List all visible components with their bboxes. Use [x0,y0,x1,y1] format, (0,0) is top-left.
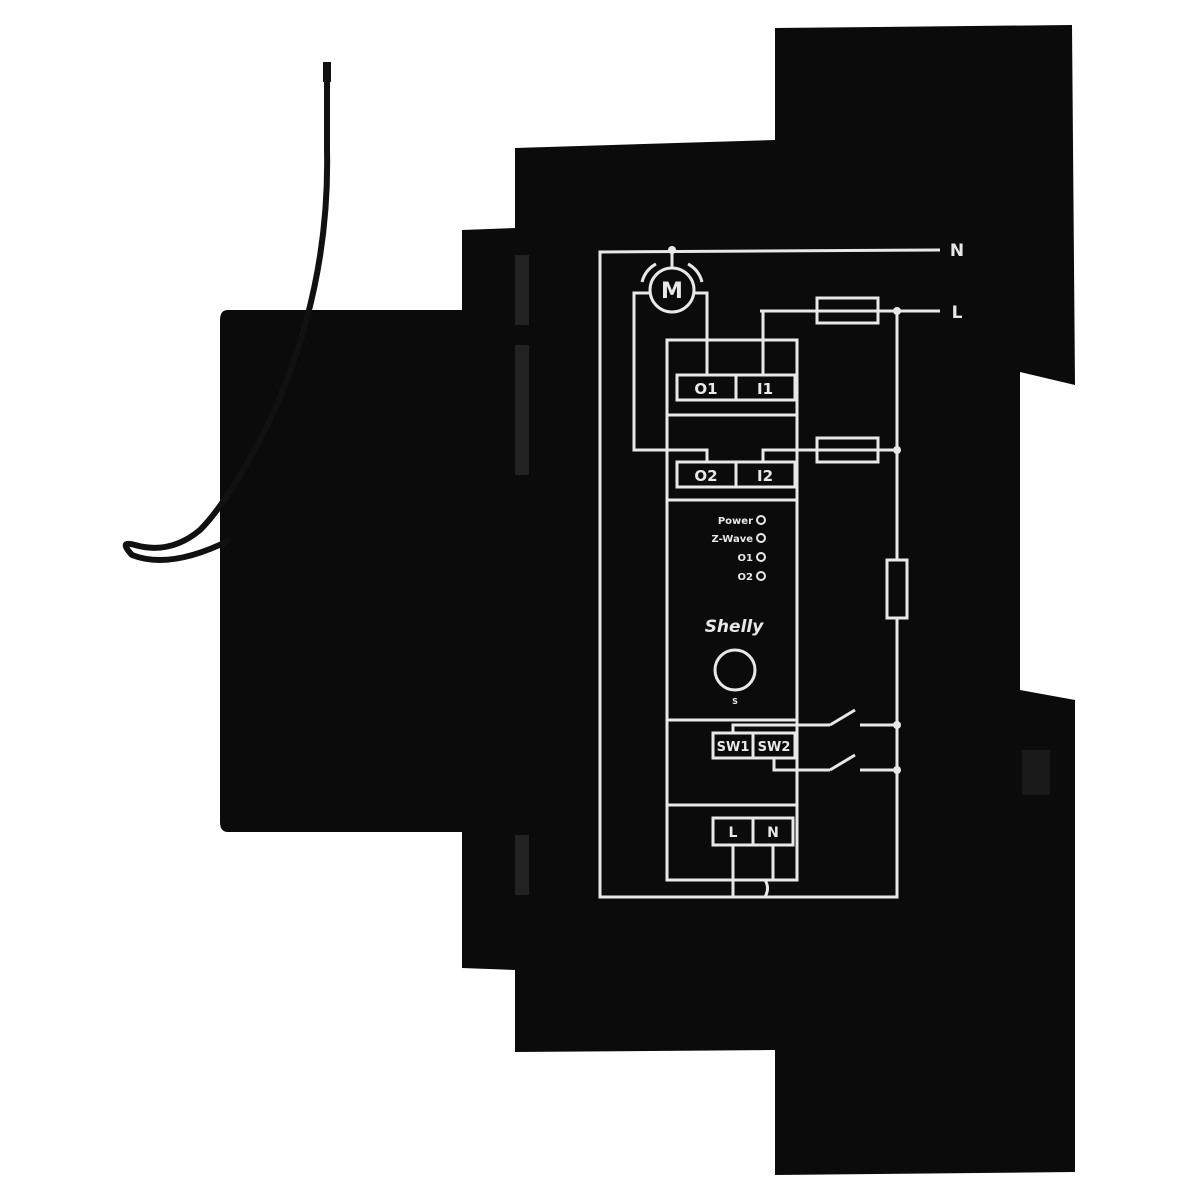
clip-tab [1022,750,1050,795]
shelly-logo: Shelly [705,617,765,637]
motor-symbol [648,266,696,314]
led-indicators [756,515,766,581]
fuse-2 [815,436,880,464]
s-button-label: S [732,697,738,706]
motor-label: M [661,279,683,304]
wiring-diagram: M O1 I1 O2 I2 Power Z-Wave O1 O2 Shelly … [598,241,964,899]
fuse-1 [815,296,880,325]
led-power-label: Power [718,516,753,527]
terminal-sw2: SW2 [758,740,791,755]
fuse-3 [885,558,909,620]
antenna-tip [323,62,331,82]
live-label: L [952,303,963,323]
terminal-o2: O2 [694,467,717,485]
terminal-l: L [729,825,738,841]
led-zwave-label: Z-Wave [712,534,754,545]
neutral-label: N [950,241,964,261]
terminal-i2: I2 [757,467,773,485]
antenna-wire [122,65,331,563]
led-o2-label: O2 [738,572,754,583]
led-o1-label: O1 [738,553,754,564]
s-button [713,648,757,692]
device-body [220,25,1075,1175]
terminal-sw1: SW1 [717,740,750,755]
terminal-o1: O1 [694,380,717,398]
vent-slots [515,255,529,895]
terminal-n: N [767,825,779,841]
terminal-i1: I1 [757,380,773,398]
